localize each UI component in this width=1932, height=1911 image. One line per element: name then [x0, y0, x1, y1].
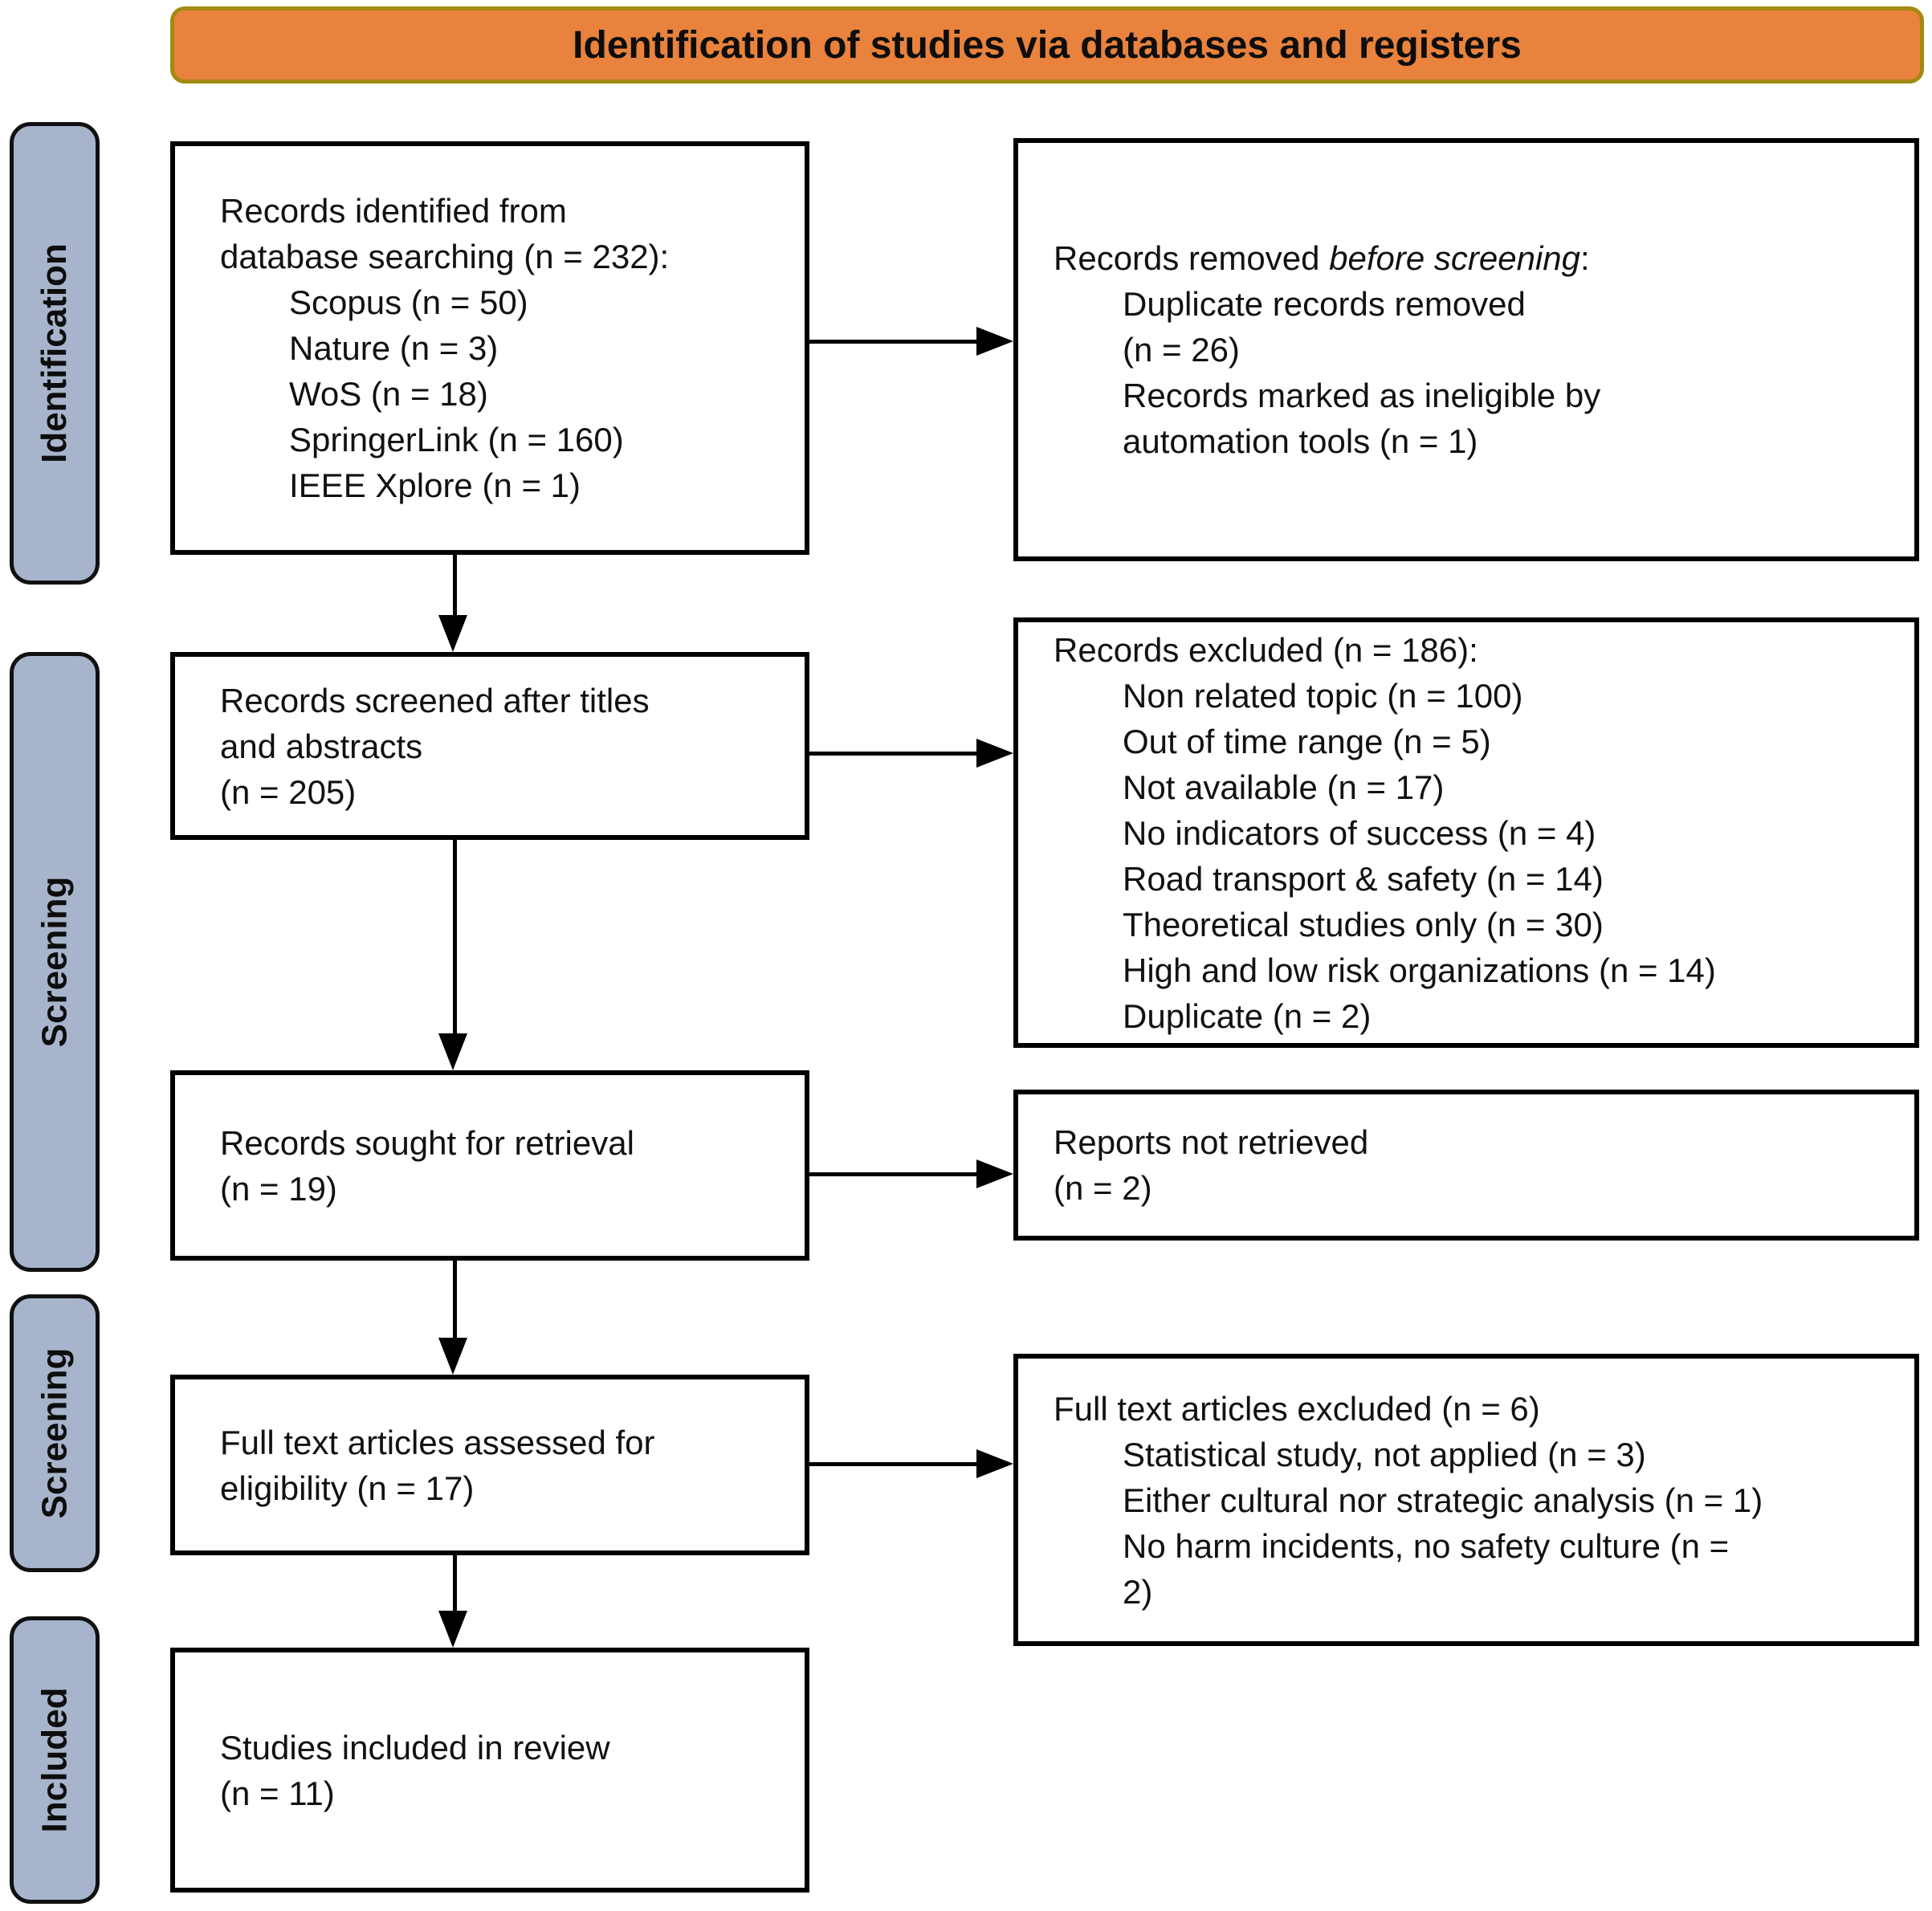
box-line: Records removed before screening:: [1054, 239, 1590, 277]
box-line: Scopus (n = 50): [289, 283, 528, 321]
banner-identification-of-studies: Identification of studies via databases …: [170, 6, 1924, 84]
box-line: Either cultural nor strategic analysis (…: [1123, 1481, 1763, 1519]
arrow-right-icon: [976, 1159, 1013, 1188]
arrow-line: [453, 840, 457, 1035]
banner-title: Identification of studies via databases …: [573, 23, 1522, 67]
arrow-line: [453, 555, 457, 617]
box-line: Non related topic (n = 100): [1123, 676, 1523, 715]
box-line: Statistical study, not applied (n = 3): [1123, 1435, 1646, 1473]
box-line: Records excluded (n = 186):: [1054, 630, 1478, 669]
stage-label-screening-1: Screening: [10, 652, 100, 1272]
box-line: Road transport & safety (n = 14): [1123, 859, 1604, 898]
box-line: No harm incidents, no safety culture (n …: [1123, 1526, 1730, 1565]
box-line: High and low risk organizations (n = 14): [1123, 951, 1716, 989]
box-line: Records identified from: [220, 192, 567, 230]
box-line: No indicators of success (n = 4): [1123, 813, 1596, 852]
box-line: Records screened after titles: [220, 681, 650, 719]
arrow-line: [809, 1172, 978, 1176]
stage-label-included: Included: [10, 1616, 100, 1904]
box-line: Records sought for retrieval: [220, 1123, 634, 1162]
box-line: and abstracts: [220, 727, 423, 765]
box-studies-included: Studies included in review (n = 11): [170, 1648, 809, 1893]
stage-label-text: Included: [35, 1687, 74, 1833]
stage-label-text: Screening: [35, 1347, 74, 1519]
box-line: automation tools (n = 1): [1123, 422, 1478, 460]
box-line: Nature (n = 3): [289, 329, 499, 367]
box-line: IEEE Xplore (n = 1): [289, 467, 581, 504]
stage-label-text: Identification: [35, 243, 74, 463]
box-line: Duplicate (n = 2): [1123, 996, 1372, 1035]
arrow-line: [809, 1462, 978, 1466]
box-line: Duplicate records removed: [1123, 285, 1526, 323]
box-line: (n = 19): [220, 1169, 337, 1208]
box-line: Not available (n = 17): [1123, 768, 1445, 806]
box-line: Studies included in review: [220, 1728, 610, 1766]
stage-label-screening-2: Screening: [10, 1294, 100, 1572]
box-line: (n = 11): [220, 1774, 335, 1812]
stage-label-identification: Identification: [10, 122, 100, 585]
box-line: Out of time range (n = 5): [1123, 722, 1491, 760]
box-line: 2): [1123, 1572, 1153, 1611]
box-line: Reports not retrieved: [1054, 1123, 1369, 1161]
arrow-down-icon: [438, 1611, 467, 1648]
box-line: Full text articles assessed for: [220, 1423, 655, 1461]
arrow-down-icon: [438, 1338, 467, 1375]
box-records-screened: Records screened after titles and abstrac…: [170, 652, 809, 840]
box-records-excluded: Records excluded (n = 186): Non related t…: [1013, 617, 1919, 1048]
box-line: (n = 205): [220, 772, 357, 811]
box-line: Full text articles excluded (n = 6): [1054, 1389, 1540, 1428]
box-records-sought-for-retrieval: Records sought for retrieval (n = 19): [170, 1070, 809, 1261]
box-line: (n = 26): [1123, 331, 1240, 369]
arrow-line: [809, 752, 978, 756]
arrow-right-icon: [976, 327, 1013, 356]
box-line: Records marked as ineligible by: [1123, 377, 1601, 414]
arrow-right-icon: [976, 739, 1013, 768]
box-line: SpringerLink (n = 160): [289, 421, 624, 458]
arrow-down-icon: [438, 1033, 467, 1070]
italic-text: before screening: [1329, 239, 1581, 277]
arrow-line: [453, 1555, 457, 1612]
arrow-right-icon: [976, 1449, 1013, 1478]
arrow-down-icon: [438, 615, 467, 652]
box-line: WoS (n = 18): [289, 375, 488, 413]
box-line: eligibility (n = 17): [220, 1469, 475, 1507]
box-full-text-assessed: Full text articles assessed for eligibili…: [170, 1375, 809, 1555]
arrow-line: [809, 340, 978, 344]
box-reports-not-retrieved: Reports not retrieved (n = 2): [1013, 1090, 1919, 1241]
stage-label-text: Screening: [35, 876, 74, 1048]
box-line: database searching (n = 232):: [220, 238, 670, 275]
arrow-line: [453, 1261, 457, 1339]
box-line: (n = 2): [1054, 1169, 1152, 1207]
box-full-text-excluded: Full text articles excluded (n = 6) Stati…: [1013, 1354, 1919, 1646]
box-records-identified: Records identified from database searchin…: [170, 141, 809, 555]
box-line: Theoretical studies only (n = 30): [1123, 905, 1604, 943]
box-records-removed-before-screening: Records removed before screening: Duplica…: [1013, 138, 1919, 561]
